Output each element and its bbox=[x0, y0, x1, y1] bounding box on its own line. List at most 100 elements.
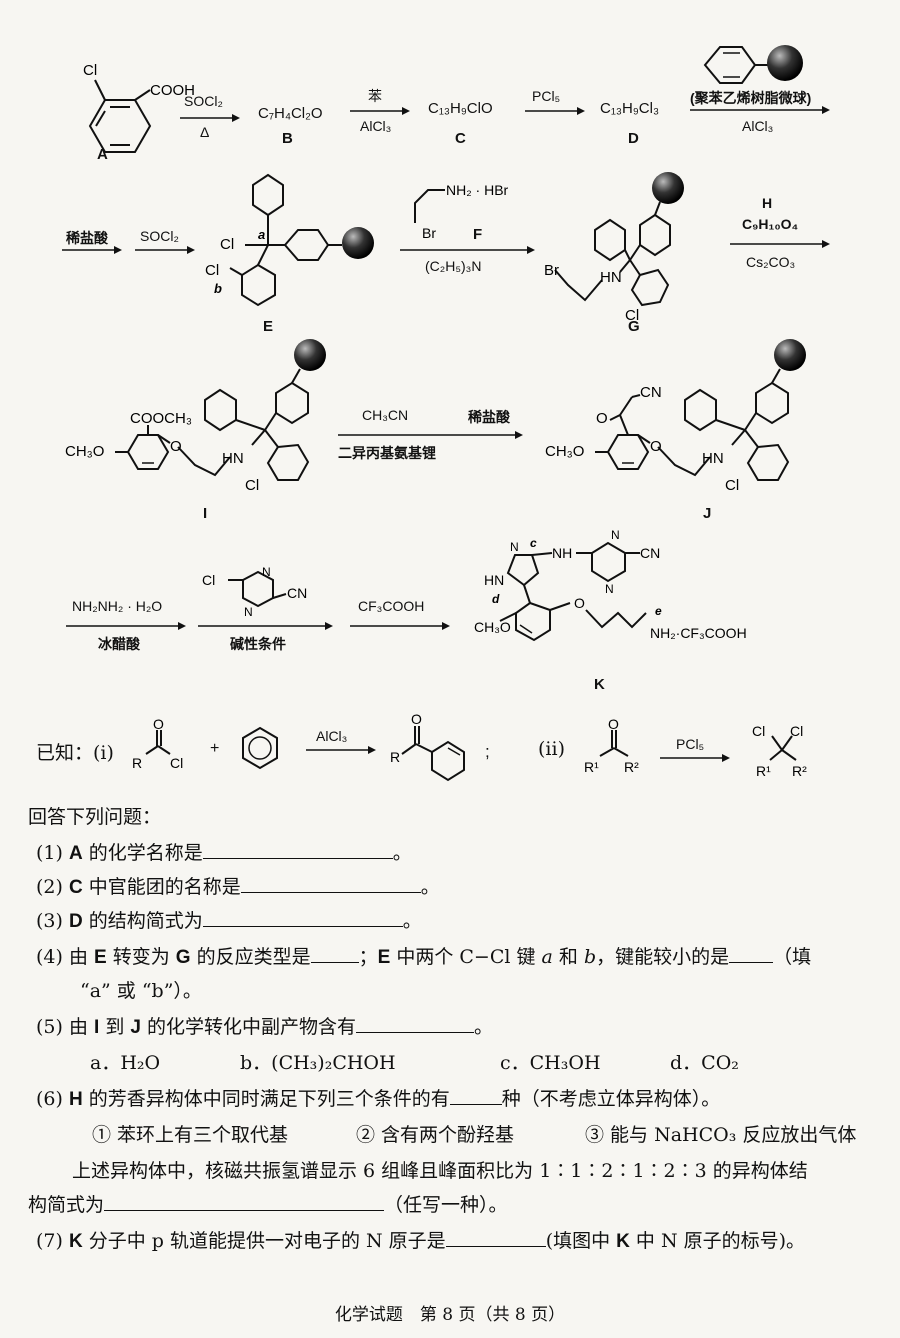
option-5d[interactable]: d．CO₂ bbox=[670, 1052, 739, 1074]
label-J: J bbox=[703, 505, 712, 522]
J-och3: CH₃O bbox=[545, 443, 584, 460]
option-5a[interactable]: a．H₂O bbox=[90, 1052, 161, 1074]
r8-below: 二异丙基氨基锂 bbox=[338, 445, 436, 461]
label-G: G bbox=[628, 318, 640, 335]
label-F: F bbox=[473, 226, 483, 243]
kn-r2: R bbox=[390, 749, 400, 765]
r10-below: 碱性条件 bbox=[230, 636, 286, 652]
reagent-chloropyrazine: Cl CN N N bbox=[202, 565, 307, 619]
kn-cl1: Cl bbox=[170, 755, 183, 771]
r7-below: Cs₂CO₃ bbox=[746, 254, 796, 270]
J-o: O bbox=[650, 438, 662, 455]
polystyrene-resin bbox=[703, 45, 803, 84]
C-formula: C₁₃H₉ClO bbox=[428, 100, 493, 117]
molecule-J: CN O CH₃O O HN Cl bbox=[545, 339, 806, 494]
kn-cl2: Cl bbox=[752, 723, 765, 739]
answer-blank-6a[interactable] bbox=[449, 1086, 502, 1105]
answer-blank-4b[interactable] bbox=[729, 944, 774, 963]
r8-above2: 稀盐酸 bbox=[468, 409, 510, 425]
G-cl: Cl bbox=[625, 307, 639, 324]
F-br: Br bbox=[422, 225, 436, 241]
r4-above: (聚苯乙烯树脂微球) bbox=[690, 90, 812, 106]
answer-blank-6b[interactable] bbox=[104, 1192, 385, 1211]
r7-above: C₉H₁₀O₄ bbox=[742, 216, 799, 232]
kn-r1: R bbox=[132, 755, 142, 771]
option-5c[interactable]: c．CH₃OH bbox=[500, 1052, 601, 1074]
condition-2: ② 含有两个酚羟基 bbox=[356, 1124, 515, 1146]
arrow-6 bbox=[400, 246, 535, 254]
arrow-8 bbox=[338, 431, 523, 439]
answer-blank-4a[interactable] bbox=[310, 944, 359, 963]
F-nh2: NH₂ · HBr bbox=[446, 182, 509, 198]
K-hn: HN bbox=[484, 572, 504, 588]
molecule-G: Br HN Cl bbox=[544, 172, 684, 324]
r5-above2: SOCl₂ bbox=[140, 228, 179, 244]
K-c: c bbox=[530, 536, 537, 550]
r3-above: PCl₅ bbox=[532, 88, 561, 104]
label-K: K bbox=[594, 676, 605, 693]
question-6: (6) H 的芳香异构体中同时满足下列三个条件的有种（不考虑立体异构体）。 bbox=[36, 1086, 721, 1110]
molecule-A: Cl COOH bbox=[83, 62, 195, 153]
r11-above: CF₃COOH bbox=[358, 598, 425, 614]
K-d: d bbox=[492, 592, 500, 606]
answer-blank-3[interactable] bbox=[202, 908, 403, 927]
G-br: Br bbox=[544, 262, 559, 279]
known-alcl3: AlCl₃ bbox=[316, 728, 348, 744]
E-cl1: Cl bbox=[220, 236, 234, 253]
arrow-3 bbox=[525, 107, 585, 115]
arrow-9 bbox=[66, 622, 186, 630]
E-cl2: Cl bbox=[205, 262, 219, 279]
K-n3: N bbox=[510, 540, 519, 554]
r1-below: Δ bbox=[200, 124, 210, 140]
arrow-1 bbox=[180, 114, 240, 122]
question-5: (5) 由 I 到 J 的化学转化中副产物含有。 bbox=[36, 1014, 494, 1038]
known-ii: (ii) bbox=[538, 738, 565, 760]
kn-r1b: R¹ bbox=[756, 763, 771, 779]
question-3: (3) D 的结构简式为。 bbox=[36, 908, 422, 932]
pyr-cn: CN bbox=[287, 585, 307, 601]
r1-above: SOCl₂ bbox=[184, 93, 223, 109]
molecule-E: Cl a Cl b bbox=[205, 173, 374, 307]
known-pcl5: PCl₅ bbox=[676, 736, 705, 752]
r9-above: NH₂NH₂ · H₂O bbox=[72, 598, 163, 614]
I-o: O bbox=[170, 438, 182, 455]
answer-blank-7[interactable] bbox=[445, 1228, 546, 1247]
known-dichloride: Cl Cl R¹ R² bbox=[752, 723, 807, 779]
I-cl: Cl bbox=[245, 477, 259, 494]
G-hn: HN bbox=[600, 269, 622, 286]
K-n1: N bbox=[611, 528, 620, 542]
arrow-4 bbox=[690, 106, 830, 114]
reagent-H: H bbox=[762, 195, 773, 211]
D-formula: C₁₃H₉Cl₃ bbox=[600, 100, 660, 117]
known-ketone: O R¹ R² bbox=[584, 716, 639, 775]
label-I: I bbox=[203, 505, 208, 522]
arrow-7 bbox=[730, 240, 830, 248]
kn-o3: O bbox=[608, 716, 619, 732]
K-nh2: NH₂·CF₃COOH bbox=[650, 625, 747, 641]
label-B: B bbox=[282, 130, 293, 147]
J-cl: Cl bbox=[725, 477, 739, 494]
r2-above: 苯 bbox=[368, 88, 382, 104]
r2-below: AlCl₃ bbox=[360, 118, 392, 134]
label-C: C bbox=[455, 130, 466, 147]
label-A: A bbox=[97, 146, 108, 163]
pyr-n1: N bbox=[262, 565, 271, 579]
K-n2: N bbox=[605, 582, 614, 596]
arrow-10 bbox=[198, 622, 333, 630]
question-6-cont: 上述异构体中，核磁共振氢谱显示 6 组峰且峰面积比为 1∶1∶2∶1∶2∶3 的… bbox=[72, 1160, 808, 1182]
pyr-n2: N bbox=[244, 605, 253, 619]
known-prefix: 已知：(i) bbox=[36, 742, 114, 764]
question-4: (4) 由 E 转变为 G 的反应类型是；E 中两个 C−Cl 键 a 和 b，… bbox=[36, 944, 812, 968]
answer-blank-2[interactable] bbox=[240, 874, 421, 893]
known-semi: ; bbox=[485, 742, 490, 761]
option-5b[interactable]: b．(CH₃)₂CHOH bbox=[240, 1052, 396, 1074]
J-cn: CN bbox=[640, 384, 662, 401]
answer-blank-5[interactable] bbox=[356, 1014, 474, 1033]
page-footer: 化学试题 第 8 页（共 8 页） bbox=[334, 1305, 566, 1325]
B-formula: C₇H₄Cl₂O bbox=[258, 105, 323, 122]
answer-blank-1[interactable] bbox=[202, 840, 393, 859]
K-e: e bbox=[655, 604, 662, 618]
question-4-cont: “a” 或 “b”）。 bbox=[80, 980, 202, 1002]
condition-1: ① 苯环上有三个取代基 bbox=[92, 1124, 289, 1146]
kn-o1: O bbox=[153, 716, 164, 732]
